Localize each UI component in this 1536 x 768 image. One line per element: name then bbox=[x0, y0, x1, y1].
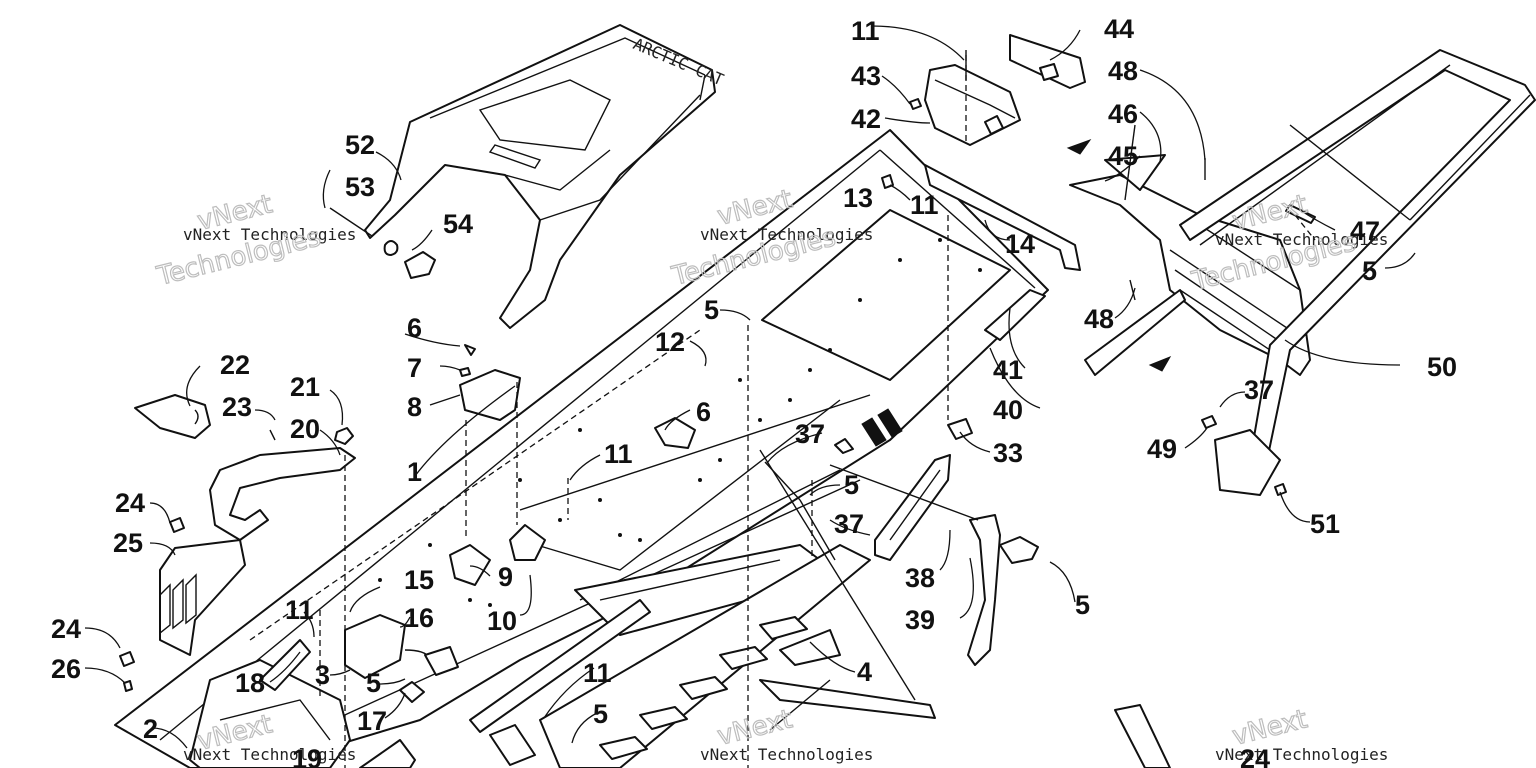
callout-6: 6 bbox=[407, 313, 422, 343]
callout-4: 4 bbox=[857, 657, 872, 687]
callout-5: 5 bbox=[704, 295, 719, 325]
callout-47: 47 bbox=[1350, 216, 1380, 246]
callout-45: 45 bbox=[1108, 141, 1138, 171]
callout-51: 51 bbox=[1310, 509, 1340, 539]
callout-9: 9 bbox=[498, 562, 513, 592]
callout-26: 26 bbox=[51, 654, 81, 684]
callout-53: 53 bbox=[345, 172, 375, 202]
callout-24: 24 bbox=[115, 488, 145, 518]
running-board bbox=[469, 544, 936, 768]
hitch-assembly bbox=[909, 34, 1086, 146]
callout-46: 46 bbox=[1108, 99, 1138, 129]
callout-14: 14 bbox=[1005, 229, 1035, 259]
callout-33: 33 bbox=[993, 438, 1023, 468]
callout-41: 41 bbox=[993, 355, 1023, 385]
callout-39: 39 bbox=[905, 605, 935, 635]
callout-1: 1 bbox=[407, 457, 422, 487]
callout-24: 24 bbox=[1240, 744, 1270, 768]
callout-5: 5 bbox=[366, 668, 381, 698]
callout-11: 11 bbox=[910, 190, 939, 220]
front-brackets bbox=[189, 639, 416, 768]
callout-13: 13 bbox=[843, 183, 873, 213]
callout-52: 52 bbox=[345, 130, 375, 160]
tunnel-assembly bbox=[114, 129, 1049, 768]
traction-cleats bbox=[599, 616, 808, 760]
rear-bumper-right bbox=[1179, 49, 1536, 496]
callout-18: 18 bbox=[235, 668, 265, 698]
callout-11: 11 bbox=[285, 595, 314, 625]
watermark-text: vNext Technologies bbox=[183, 745, 356, 764]
callout-42: 42 bbox=[851, 104, 881, 134]
watermark-text: vNext Technologies bbox=[700, 745, 873, 764]
seat-assembly: ARCTIC CAT bbox=[329, 24, 727, 329]
callout-43: 43 bbox=[851, 61, 881, 91]
callout-11: 11 bbox=[851, 16, 880, 46]
callout-6: 6 bbox=[696, 397, 711, 427]
callout-16: 16 bbox=[404, 603, 434, 633]
callout-5: 5 bbox=[844, 470, 859, 500]
callout-38: 38 bbox=[905, 563, 935, 593]
watermark-text: vNext Technologies bbox=[700, 225, 873, 244]
callout-37: 37 bbox=[1244, 375, 1274, 405]
leader-lines bbox=[84, 25, 1416, 768]
watermark-text: vNext Technologies bbox=[1215, 230, 1388, 249]
callout-50: 50 bbox=[1427, 352, 1457, 382]
side-panel-right bbox=[764, 438, 1171, 768]
callout-44: 44 bbox=[1104, 14, 1134, 44]
callout-21: 21 bbox=[290, 372, 320, 402]
callout-3: 3 bbox=[315, 660, 330, 690]
callout-40: 40 bbox=[993, 395, 1023, 425]
callout-37: 37 bbox=[795, 419, 825, 449]
callout-11: 11 bbox=[604, 439, 633, 469]
callout-49: 49 bbox=[1147, 434, 1177, 464]
callout-48: 48 bbox=[1108, 56, 1138, 86]
callout-19: 19 bbox=[292, 744, 322, 768]
rear-bumper-left bbox=[119, 394, 356, 692]
center-brackets bbox=[449, 344, 696, 586]
watermark-text: vNext Technologies bbox=[1215, 745, 1388, 764]
callout-17: 17 bbox=[357, 706, 387, 736]
callout-25: 25 bbox=[113, 528, 143, 558]
callout-11: 11 bbox=[583, 658, 612, 688]
callout-7: 7 bbox=[407, 353, 422, 383]
callout-22: 22 bbox=[220, 350, 250, 380]
callout-20: 20 bbox=[290, 414, 320, 444]
callout-5: 5 bbox=[593, 699, 608, 729]
callout-23: 23 bbox=[222, 392, 252, 422]
callout-48: 48 bbox=[1084, 304, 1114, 334]
callout-5: 5 bbox=[1075, 590, 1090, 620]
callout-8: 8 bbox=[407, 392, 422, 422]
callout-labels: 52 53 54 22 23 21 20 24 25 24 26 2 6 7 8… bbox=[51, 14, 1457, 768]
callout-37: 37 bbox=[834, 509, 864, 539]
watermark-text: vNext Technologies bbox=[183, 225, 356, 244]
callout-15: 15 bbox=[404, 565, 434, 595]
callout-12: 12 bbox=[655, 327, 685, 357]
callout-24: 24 bbox=[51, 614, 81, 644]
callout-10: 10 bbox=[487, 606, 517, 636]
callout-2: 2 bbox=[143, 714, 158, 744]
callout-5: 5 bbox=[1362, 256, 1377, 286]
rear-brackets bbox=[881, 164, 1081, 440]
callout-54: 54 bbox=[443, 209, 473, 239]
